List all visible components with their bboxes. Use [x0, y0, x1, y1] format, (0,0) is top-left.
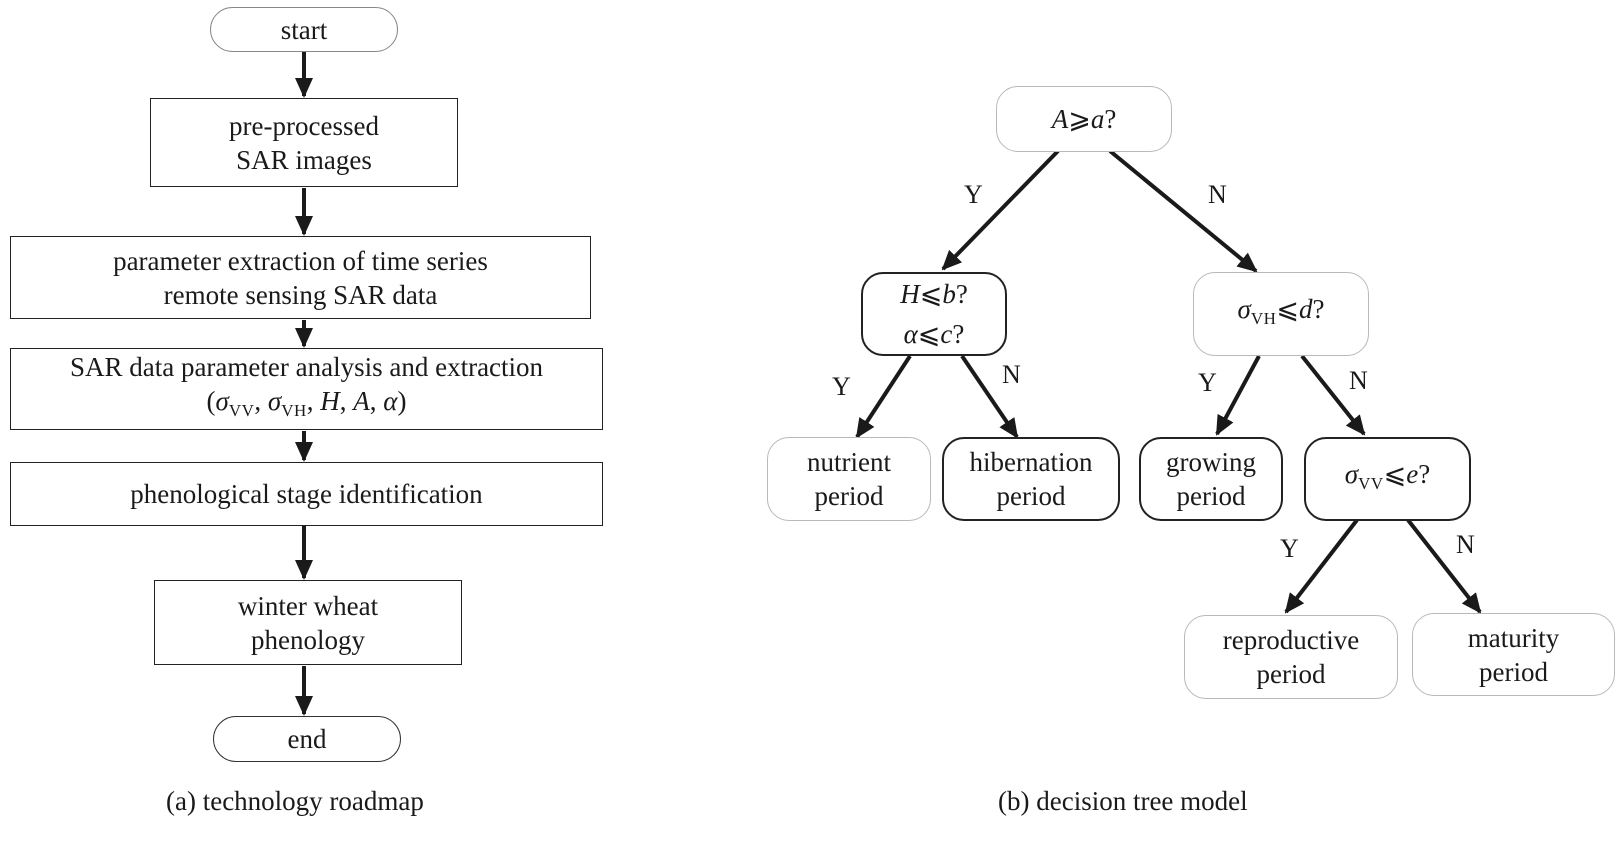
right-condition: σVH⩽d? — [1237, 294, 1325, 328]
start-text: start — [280, 14, 328, 45]
right-decision-node: σVH⩽d? — [1193, 272, 1369, 356]
parameter-list: (σVV, σVH, H, A, α) — [206, 386, 407, 420]
nutrient-period-node: nutrient period — [767, 437, 931, 521]
parameter-extraction-line1: parameter extraction of time series — [113, 245, 488, 276]
maturity-line2: period — [1479, 656, 1548, 687]
vv-decision-node: σVV⩽e? — [1304, 437, 1471, 521]
reproductive-line2: period — [1256, 659, 1326, 689]
label-right-no: N — [1349, 366, 1368, 395]
parameter-analysis-line1: SAR data parameter analysis and extracti… — [69, 352, 544, 382]
preprocess-line1: pre-processed — [229, 110, 379, 141]
start-node: start — [210, 7, 398, 52]
end-node: end — [213, 716, 401, 762]
edge-rr-reproductive — [1284, 518, 1359, 614]
edge-left-nutrient — [855, 354, 912, 439]
parameter-extraction-line2: remote sensing SAR data — [163, 279, 438, 310]
label-right-yes: Y — [1198, 368, 1217, 397]
label-root-yes: Y — [964, 180, 983, 209]
edge-rr-maturity — [1406, 518, 1482, 614]
caption-a: (a) technology roadmap — [166, 786, 424, 816]
left-decision-node: H⩽b? α⩽c? — [861, 272, 1007, 356]
reproductive-line1: reproductive — [1222, 625, 1360, 655]
caption-b: (b) decision tree model — [998, 786, 1248, 816]
edge-root-left — [941, 149, 1060, 271]
hibernation-line1: hibernation — [969, 447, 1093, 477]
phenological-stage-text: phenological stage identification — [130, 479, 483, 509]
label-root-no: N — [1208, 180, 1227, 209]
end-text: end — [287, 724, 327, 754]
root-condition: A⩾a? — [1051, 104, 1117, 134]
growing-line1: growing — [1166, 447, 1256, 477]
vv-condition: σVV⩽e? — [1344, 459, 1431, 493]
preprocess-box: pre-processed SAR images — [150, 98, 458, 187]
root-node: A⩾a? — [996, 86, 1172, 152]
label-vv-no: N — [1456, 530, 1475, 559]
reproductive-period-node: reproductive period — [1184, 615, 1398, 699]
growing-period-node: growing period — [1139, 437, 1283, 521]
label-left-yes: Y — [832, 372, 851, 401]
edge-left-hibernation — [960, 354, 1019, 439]
label-left-no: N — [1002, 360, 1021, 389]
hibernation-period-node: hibernation period — [942, 437, 1120, 521]
left-condition-1: H⩽b? — [900, 279, 968, 309]
winter-wheat-line2: phenology — [251, 624, 365, 655]
nutrient-line2: period — [814, 481, 884, 511]
edge-root-right — [1108, 149, 1258, 273]
edge-right-rr — [1300, 354, 1366, 436]
maturity-period-node: maturity period — [1412, 613, 1615, 696]
winter-wheat-line1: winter wheat — [237, 590, 379, 621]
label-vv-yes: Y — [1280, 534, 1299, 563]
hibernation-line2: period — [996, 481, 1066, 511]
left-condition-2: α⩽c? — [903, 319, 965, 349]
edge-right-growing — [1215, 355, 1261, 436]
parameter-analysis-box: SAR data parameter analysis and extracti… — [10, 348, 603, 430]
winter-wheat-box: winter wheat phenology — [154, 580, 462, 665]
growing-line2: period — [1176, 481, 1246, 511]
maturity-line1: maturity — [1467, 622, 1560, 653]
preprocess-line2: SAR images — [236, 144, 372, 175]
nutrient-line1: nutrient — [807, 447, 891, 477]
parameter-extraction-box: parameter extraction of time series remo… — [10, 236, 591, 319]
phenological-stage-box: phenological stage identification — [10, 462, 603, 526]
